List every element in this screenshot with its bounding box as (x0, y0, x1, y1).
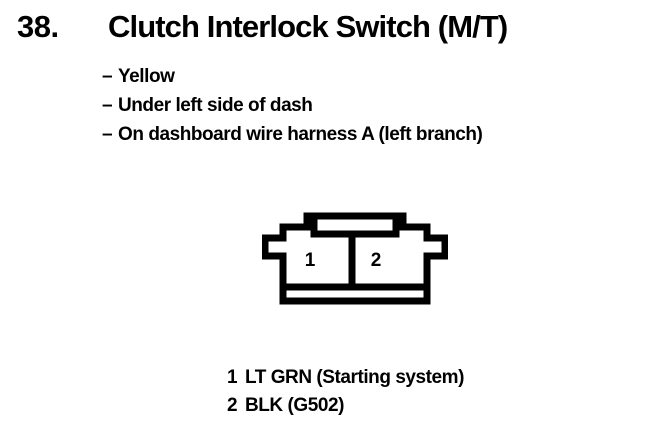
dash-icon: – (102, 95, 113, 116)
pin-legend: 1 LT GRN (Starting system) 2 BLK (G502) (227, 364, 647, 420)
page-header: 38. Clutch Interlock Switch (M/T) (0, 8, 672, 50)
dash-icon: – (102, 124, 113, 145)
detail-item-label: On dashboard wire harness A (left branch… (118, 124, 483, 145)
connector-diagram: 1 2 (262, 208, 448, 306)
pin-legend-row: 2 BLK (G502) (227, 392, 647, 420)
detail-list: – Yellow – Under left side of dash – On … (102, 62, 662, 149)
detail-item-color: – Yellow (102, 62, 662, 91)
dash-icon: – (102, 66, 113, 87)
detail-item-label: Under left side of dash (118, 95, 313, 116)
pin-legend-number: 1 (227, 367, 238, 388)
pin-legend-row: 1 LT GRN (Starting system) (227, 364, 647, 392)
detail-item-label: Yellow (118, 66, 175, 87)
pin-legend-description: LT GRN (Starting system) (245, 367, 464, 388)
pin-legend-description: BLK (G502) (245, 395, 344, 416)
cavity-number-1: 1 (305, 250, 316, 271)
connector-keyway-tab (310, 212, 400, 238)
page-title: Clutch Interlock Switch (M/T) (108, 9, 508, 44)
detail-item-location: – Under left side of dash (102, 91, 662, 120)
pin-legend-number: 2 (227, 395, 238, 416)
detail-item-harness: – On dashboard wire harness A (left bran… (102, 120, 662, 149)
connector-outline-icon: 1 2 (262, 212, 448, 305)
connector-base-flange (279, 283, 431, 305)
item-number: 38. (17, 9, 59, 44)
cavity-number-2: 2 (371, 250, 382, 271)
